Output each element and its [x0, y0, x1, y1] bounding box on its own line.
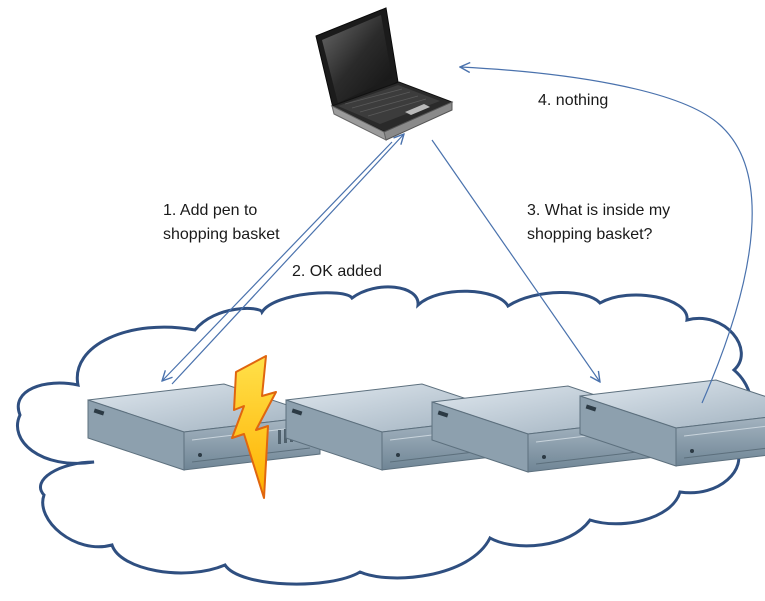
step-3-line-2: shopping basket?: [527, 226, 653, 243]
step-3-line-1: 3. What is inside my: [527, 202, 671, 219]
step-4-line-1: 4. nothing: [538, 92, 609, 109]
lightning-bolt-icon: [231, 355, 277, 499]
step-1-label: 1. Add pen to shopping basket: [163, 199, 280, 247]
arrow-2-ok-response: [171, 134, 404, 385]
arrow-3-query-request: [431, 139, 600, 382]
step-1-line-1: 1. Add pen to: [163, 202, 258, 219]
step-2-label: 2. OK added: [292, 260, 382, 284]
step-2-line-1: 2. OK added: [292, 263, 382, 280]
step-4-label: 4. nothing: [538, 89, 608, 113]
laptop-icon: [315, 7, 454, 141]
arrow-4-nothing-response: [460, 67, 753, 404]
arrow-1-add-request: [162, 141, 393, 381]
step-3-label: 3. What is inside my shopping basket?: [527, 199, 670, 247]
step-1-line-2: shopping basket: [163, 226, 280, 243]
